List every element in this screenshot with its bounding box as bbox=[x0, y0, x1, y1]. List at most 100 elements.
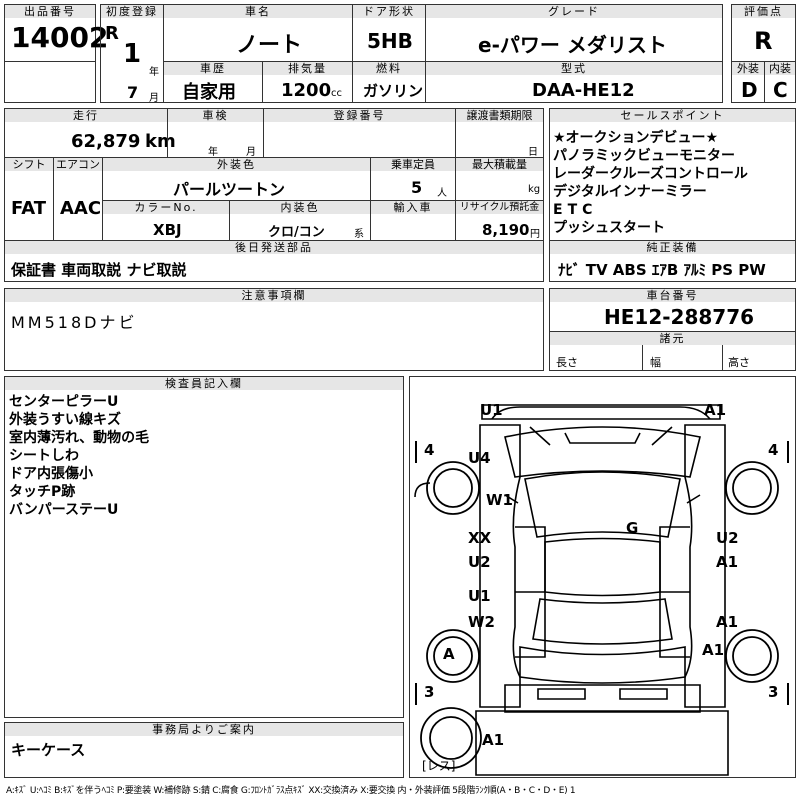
office-label: 事務局よりご案内 bbox=[5, 723, 403, 736]
shift: FAT bbox=[11, 198, 47, 219]
length-label: 長さ bbox=[556, 356, 578, 369]
history: 自家用 bbox=[182, 82, 236, 103]
reg-year: 1 bbox=[123, 39, 142, 69]
selling-points-list: ★オークションデビュー★ パノラミックビューモニター レーダークルーズコントロー… bbox=[553, 129, 748, 237]
reg-month: 7 bbox=[127, 83, 139, 102]
colorno: XBJ bbox=[153, 221, 182, 239]
damage-mark: U1 bbox=[468, 587, 491, 605]
inspector-note: シートしわ bbox=[9, 448, 79, 464]
mileage-unit: km bbox=[145, 131, 176, 152]
selling-point: プッシュスタート bbox=[553, 220, 665, 236]
ac-label: エアコン bbox=[54, 158, 102, 171]
capacity: 5 bbox=[411, 178, 423, 197]
era: R bbox=[105, 23, 119, 44]
car-diagram: U1 A1 U4 W1 XX U2 G U2 A1 U1 W2 A1 A A1 … bbox=[409, 376, 796, 778]
int-color-label: 内装色 bbox=[230, 201, 370, 214]
transfer-label: 譲渡書類期限 bbox=[456, 109, 543, 122]
inspector-note: 外装うすい線キズ bbox=[9, 412, 121, 428]
damage-mark: A bbox=[443, 645, 455, 663]
damage-mark: XX bbox=[468, 529, 492, 547]
selling-point: ★オークションデビュー★ bbox=[553, 130, 719, 146]
damage-mark: G bbox=[626, 519, 639, 537]
inspector-label: 検査員記入欄 bbox=[5, 377, 403, 390]
mileage-label: 走行 bbox=[5, 109, 167, 122]
inspection-cell: 車検 年 月 bbox=[167, 108, 264, 158]
selling-points-label: セールスポイント bbox=[550, 109, 795, 122]
int-color-cell: 内装色 クロ/コン 系 bbox=[229, 200, 371, 241]
fuel-cell: 燃料 ガソリン bbox=[352, 61, 426, 103]
fuel: ガソリン bbox=[363, 82, 424, 100]
first-registration-label: 初度登録 bbox=[101, 5, 163, 18]
lot-number-blank bbox=[4, 61, 96, 103]
inspector-note: バンパーステーU bbox=[9, 502, 119, 518]
selling-point: デジタルインナーミラー bbox=[553, 184, 707, 200]
selling-point: パノラミックビューモニター bbox=[553, 148, 735, 164]
inspector-note: タッチP跡 bbox=[9, 484, 76, 500]
ext-color: パールツートン bbox=[173, 180, 286, 199]
transfer-day-unit: 日 bbox=[528, 147, 538, 158]
grade-cell: グレード e-パワー メダリスト bbox=[425, 4, 723, 62]
int-color: クロ/コン bbox=[268, 225, 325, 240]
shift-cell: シフト FAT bbox=[4, 157, 54, 241]
chassis-cell: 車台番号 HE12-288776 bbox=[549, 288, 796, 332]
legend: A:ｷｽﾞ U:ﾍｺﾐ B:ｷｽﾞを伴うﾍｺﾐ P:要塗装 W:補修跡 S:錆 … bbox=[6, 786, 576, 796]
damage-mark: A1 bbox=[704, 401, 727, 419]
chassis-label: 車台番号 bbox=[550, 289, 795, 302]
spare-label: [レス] bbox=[422, 759, 456, 773]
first-registration-cell: 初度登録 R 1 年 7 月 bbox=[100, 4, 164, 104]
damage-mark: A1 bbox=[482, 731, 505, 749]
car-name-label: 車名 bbox=[164, 5, 352, 18]
regno-label: 登録番号 bbox=[264, 109, 455, 122]
tire-fl-depth: 4 bbox=[424, 441, 435, 459]
dims-cell: 諸元 長さ 幅 高さ bbox=[549, 331, 796, 371]
shift-label: シフト bbox=[5, 158, 53, 171]
score: R bbox=[754, 27, 773, 55]
model-cell: 型式 DAA-HE12 bbox=[425, 61, 723, 103]
ext-color-cell: 外装色 パールツートン bbox=[102, 157, 371, 201]
grade: e-パワー メダリスト bbox=[478, 33, 667, 57]
int-color-unit: 系 bbox=[354, 229, 364, 240]
displacement-unit: cc bbox=[331, 88, 342, 99]
later-parts-label: 後日発送部品 bbox=[5, 241, 543, 254]
int-grade-label: 内装 bbox=[765, 62, 795, 75]
ext-color-label: 外装色 bbox=[103, 158, 370, 171]
equipment: ﾅﾋﾞ TV ABS ｴｱB ｱﾙﾐ PS PW bbox=[558, 261, 766, 279]
tire-fr-depth: 4 bbox=[768, 441, 779, 459]
int-grade-cell: 内装 C bbox=[764, 61, 796, 103]
history-cell: 車歴 自家用 bbox=[163, 61, 263, 103]
inspector-note: センターピラーU bbox=[9, 394, 119, 410]
later-parts: 保証書 車両取説 ナビ取説 bbox=[11, 261, 187, 279]
maxload-label: 最大積載量 bbox=[456, 158, 543, 171]
caution-label: 注意事項欄 bbox=[5, 289, 543, 302]
selling-points-cell: セールスポイント ★オークションデビュー★ パノラミックビューモニター レーダー… bbox=[549, 108, 796, 241]
width-label: 幅 bbox=[650, 356, 661, 369]
capacity-label: 乗車定員 bbox=[371, 158, 455, 171]
ext-grade: D bbox=[741, 78, 758, 102]
door-cell: ドア形状 5HB bbox=[352, 4, 426, 62]
recycle-unit: 円 bbox=[530, 229, 540, 240]
caution: MM518Dナビ bbox=[11, 313, 138, 332]
capacity-cell: 乗車定員 5 人 bbox=[370, 157, 456, 201]
lot-number: 14002 bbox=[11, 21, 109, 54]
lot-number-cell: 出品番号 14002 bbox=[4, 4, 108, 62]
office-cell: 事務局よりご案内 キーケース bbox=[4, 722, 404, 778]
mileage: 62,879 bbox=[71, 131, 141, 152]
maxload-cell: 最大積載量 kg bbox=[455, 157, 544, 201]
model-label: 型式 bbox=[426, 62, 722, 75]
caution-cell: 注意事項欄 MM518Dナビ bbox=[4, 288, 544, 371]
selling-point: ETC bbox=[553, 202, 598, 218]
inspector-note: 室内薄汚れ、動物の毛 bbox=[9, 430, 150, 446]
model: DAA-HE12 bbox=[532, 80, 635, 101]
inspection-year-unit: 年 bbox=[208, 147, 218, 158]
transfer-cell: 譲渡書類期限 日 bbox=[455, 108, 544, 158]
damage-mark: W1 bbox=[486, 491, 513, 509]
colorno-label: カラーNo. bbox=[103, 201, 229, 214]
regno-cell: 登録番号 bbox=[263, 108, 456, 158]
inspector-notes: センターピラーU 外装うすい線キズ 室内薄汚れ、動物の毛 シートしわ ドア内張傷… bbox=[9, 393, 149, 519]
recycle-label: リサイクル預託金 bbox=[456, 201, 543, 214]
recycle-cell: リサイクル預託金 8,190 円 bbox=[455, 200, 544, 241]
chassis-number: HE12-288776 bbox=[604, 305, 755, 329]
dims-divider bbox=[722, 345, 723, 371]
damage-mark: U4 bbox=[468, 449, 491, 467]
import-cell: 輸入車 bbox=[370, 200, 456, 241]
